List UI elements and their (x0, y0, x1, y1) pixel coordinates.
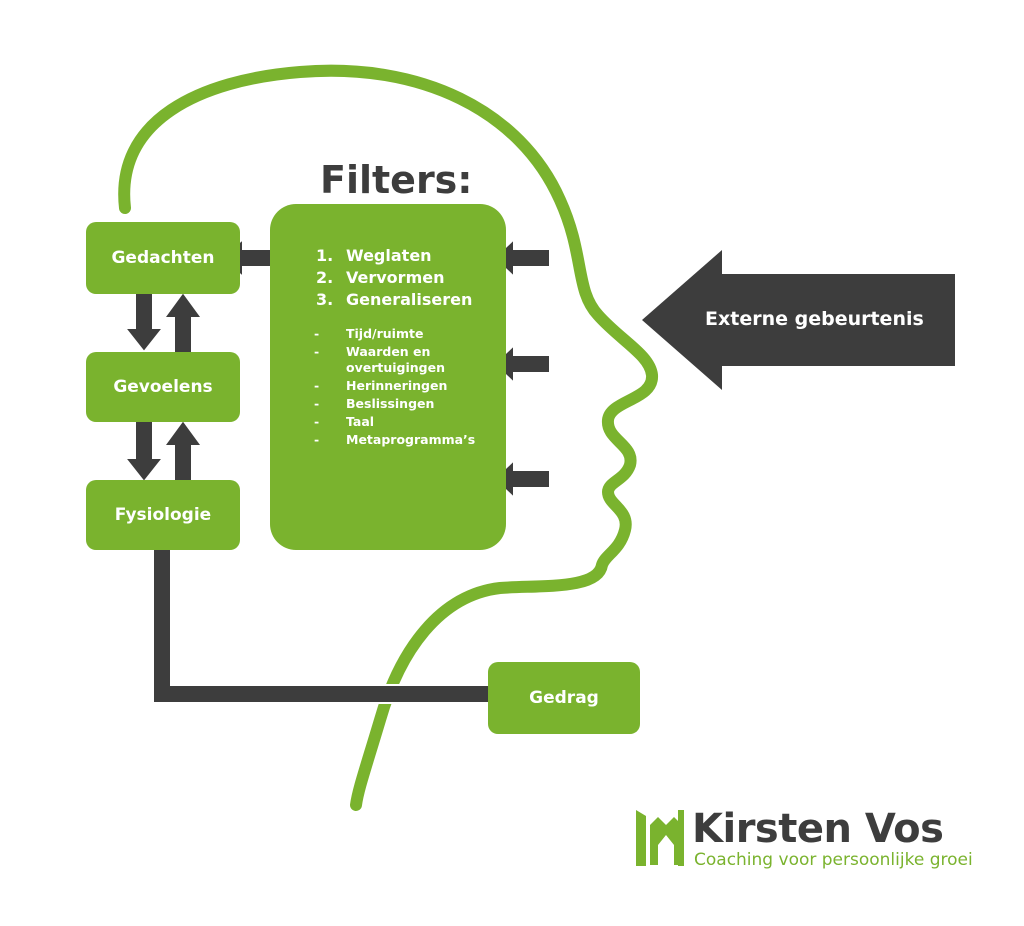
bullet-item: - Tijd/ruimte (314, 326, 423, 341)
item-label: Vervormen (346, 268, 445, 287)
arrow-down-icon (122, 289, 166, 354)
behavior-arrow-icon (152, 539, 513, 718)
dash: - (314, 326, 320, 341)
bullet-item: - Beslissingen (314, 396, 434, 411)
dash: - (314, 344, 320, 359)
filters-box: 1. Weglaten 2. Vervormen 3. Generaliseren -… (270, 204, 506, 550)
filter-item: 3. Generaliseren (316, 290, 472, 309)
item-label: Generaliseren (346, 290, 473, 309)
bullet-item: - Waarden en (314, 344, 430, 359)
bullet-item: overtuigingen (314, 360, 445, 375)
bullet-label: Herinneringen (346, 378, 448, 393)
fox-logo-icon (636, 810, 684, 866)
item-number: 2. (316, 268, 334, 287)
gedrag-box: Gedrag (488, 662, 640, 734)
filter-item: 1. Weglaten (316, 246, 432, 265)
bullet-item: - Taal (314, 414, 374, 429)
gevoelens-box: Gevoelens (86, 352, 240, 422)
dash: - (314, 378, 320, 393)
filter-item: 2. Vervormen (316, 268, 444, 287)
logo-tagline: Coaching voor persoonlijke groei (694, 850, 973, 870)
arrow-up-icon (162, 290, 204, 357)
item-label: Weglaten (346, 246, 432, 265)
bullet-item: - Metaprogramma’s (314, 432, 475, 447)
dash: - (314, 396, 320, 411)
dash: - (314, 432, 320, 447)
filters-title: Filters: (320, 158, 473, 202)
bullet-label: Taal (346, 414, 375, 429)
external-event-arrow (642, 250, 955, 390)
bullet-label: Metaprogramma’s (346, 432, 476, 447)
head-outline (118, 64, 658, 811)
fysiologie-box: Fysiologie (86, 480, 240, 550)
bullet-label: Tijd/ruimte (346, 326, 424, 341)
bullet-label: Beslissingen (346, 396, 435, 411)
external-event-label: Externe gebeurtenis (705, 308, 924, 330)
dash: - (314, 414, 320, 429)
bullet-label: Waarden en (346, 344, 431, 359)
item-number: 3. (316, 290, 334, 309)
item-number: 1. (316, 246, 334, 265)
bullet-item: - Herinneringen (314, 378, 447, 393)
gedachten-box: Gedachten (86, 222, 240, 294)
arrow-up-icon (162, 418, 204, 489)
arrow-down-icon (122, 419, 166, 484)
logo-name: Kirsten Vos (692, 806, 944, 852)
bullet-label: overtuigingen (346, 360, 445, 375)
